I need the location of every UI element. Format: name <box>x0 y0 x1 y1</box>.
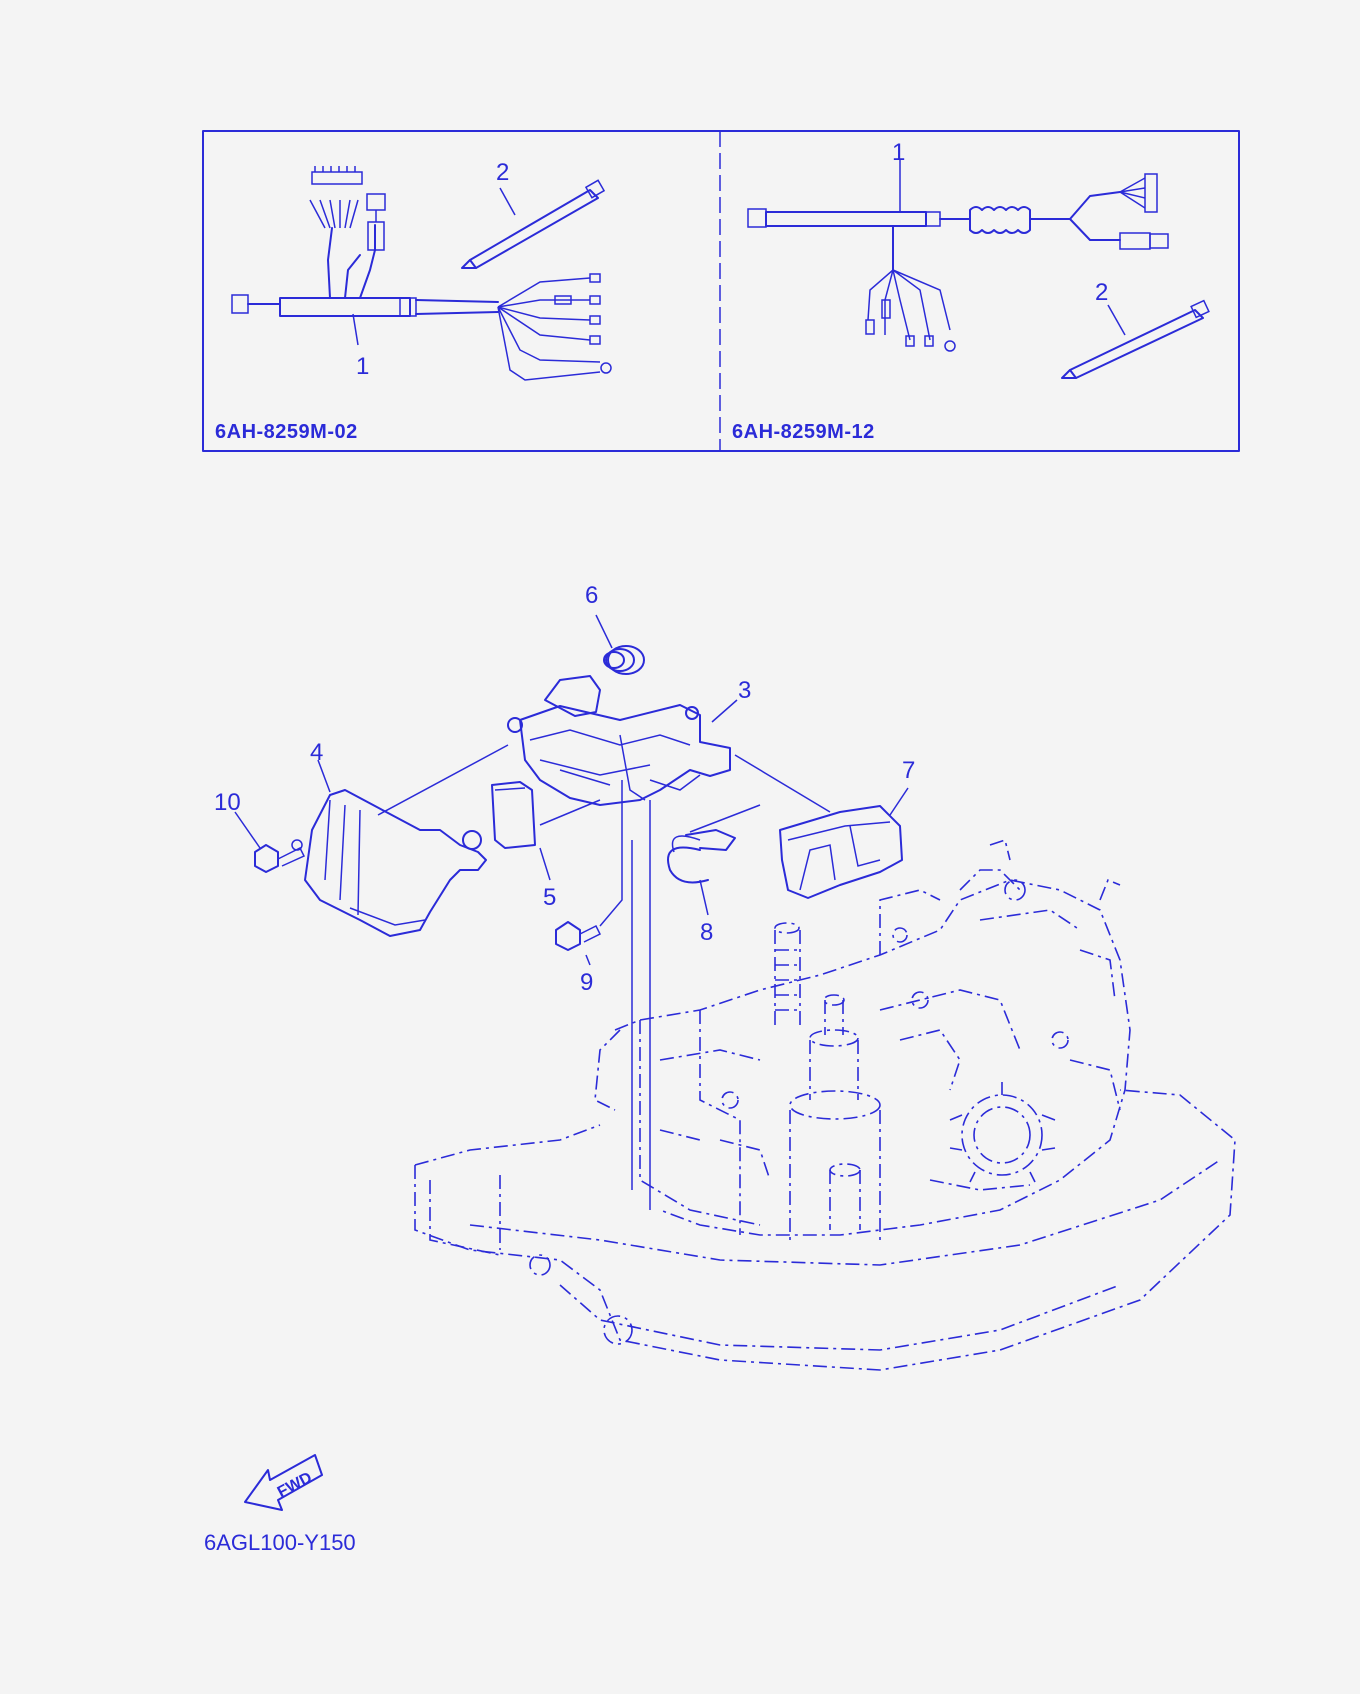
leader-6 <box>595 614 613 649</box>
callout-right-1: 1 <box>892 139 905 166</box>
callout-7: 7 <box>902 757 915 784</box>
callout-5: 5 <box>543 884 556 911</box>
leader-8 <box>699 879 709 916</box>
left-cable-tie <box>461 179 606 269</box>
engine-block <box>414 838 1236 1371</box>
assembly-line-9 <box>599 780 623 927</box>
leader-3 <box>711 699 738 723</box>
callout-left-2: 2 <box>496 159 509 186</box>
right-wire-harness <box>747 173 1169 352</box>
callout-8: 8 <box>700 919 713 946</box>
right-cable-tie <box>1061 299 1210 379</box>
part-9-bolt <box>555 921 602 951</box>
part-10-bolt <box>254 839 306 873</box>
part-6-grommet <box>603 645 645 675</box>
leader-4 <box>317 759 331 793</box>
part-4-cover <box>304 789 487 937</box>
leader-5 <box>539 847 551 881</box>
left-leader-2 <box>499 187 516 216</box>
callout-left-1: 1 <box>356 353 369 380</box>
figure-code: 6AGL100-Y150 <box>204 1530 356 1555</box>
left-wire-harness <box>231 166 612 381</box>
callout-right-2: 2 <box>1095 279 1108 306</box>
left-panel-code: 6AH-8259M-02 <box>215 421 358 443</box>
callout-9: 9 <box>580 969 593 996</box>
part-8-clamp <box>667 829 736 884</box>
part-5-plate <box>491 781 536 849</box>
callout-4: 4 <box>310 739 323 766</box>
leader-9 <box>585 954 591 966</box>
inset-frame <box>202 130 1240 452</box>
part-7-cover <box>779 805 903 899</box>
callout-6: 6 <box>585 582 598 609</box>
callout-10: 10 <box>214 789 241 816</box>
right-leader-2 <box>1107 304 1126 336</box>
assembly-line-8-3 <box>689 804 761 833</box>
assembly-line-5-3 <box>539 799 601 826</box>
leader-10 <box>234 811 261 849</box>
right-panel-code: 6AH-8259M-12 <box>732 421 875 443</box>
callout-3: 3 <box>738 677 751 704</box>
part-3-bracket <box>507 675 731 806</box>
fwd-arrow-icon: FWD <box>244 1454 323 1511</box>
leader-7 <box>889 787 909 816</box>
assembly-line-4-3 <box>377 744 509 816</box>
left-leader-1 <box>352 313 359 346</box>
assembly-line-7-3 <box>734 754 831 813</box>
